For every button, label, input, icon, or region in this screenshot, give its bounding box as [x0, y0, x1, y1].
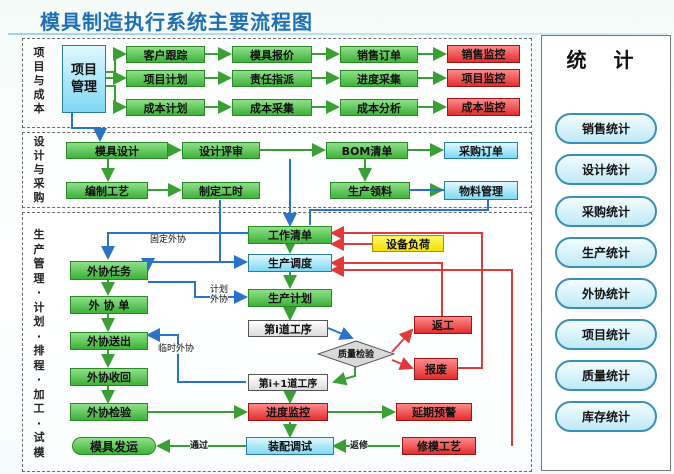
- stat-production[interactable]: 生产统计: [555, 237, 657, 268]
- node-outsource-send[interactable]: 外协送出: [70, 332, 148, 350]
- node-project-monitor[interactable]: 项目监控: [447, 69, 520, 87]
- node-set-hours[interactable]: 制定工时: [182, 182, 260, 199]
- node-quality-check: 质量检验: [337, 350, 374, 360]
- node-cost-analysis[interactable]: 成本分析: [340, 99, 418, 116]
- edge-label-return-repair: 返修: [350, 441, 369, 451]
- node-rework[interactable]: 返工: [414, 316, 472, 334]
- node-compile-process[interactable]: 编制工艺: [66, 182, 148, 199]
- node-project-mgmt[interactable]: 项目 管理: [62, 45, 106, 113]
- edge-label-fixed-outsource: 固定外协: [150, 235, 187, 245]
- node-delay-warning[interactable]: 延期预警: [396, 403, 472, 421]
- node-prod-dispatch[interactable]: 生产调度: [248, 254, 332, 272]
- stat-inventory[interactable]: 库存统计: [555, 401, 657, 432]
- node-prod-material[interactable]: 生产领料: [330, 182, 410, 199]
- node-purchase-order[interactable]: 采购订单: [444, 142, 518, 159]
- stat-quality[interactable]: 质量统计: [555, 360, 657, 391]
- stat-project[interactable]: 项目统计: [555, 319, 657, 350]
- node-repair-process[interactable]: 修模工艺: [402, 437, 476, 455]
- node-mold-design[interactable]: 模具设计: [66, 142, 168, 159]
- stat-sales[interactable]: 销售统计: [555, 113, 657, 144]
- title-underline: [8, 33, 668, 35]
- section-label-design-purchase: 设 计 与 采 购: [33, 135, 45, 204]
- section-label-project-cost: 项 目 与 成 本: [33, 46, 45, 115]
- stat-design[interactable]: 设计统计: [555, 154, 657, 185]
- stats-heading: 统 计: [566, 48, 644, 72]
- stat-outsource[interactable]: 外协统计: [555, 278, 657, 309]
- node-scrap[interactable]: 报废: [414, 358, 458, 380]
- node-material-mgmt[interactable]: 物料管理: [444, 181, 518, 200]
- node-work-list[interactable]: 工作清单: [248, 226, 332, 244]
- node-cost-monitor[interactable]: 成本监控: [447, 98, 520, 116]
- node-bom-list[interactable]: BOM清单: [326, 142, 408, 159]
- edge-label-temp-outsource: 临时外协: [158, 344, 195, 354]
- node-project-plan[interactable]: 项目计划: [126, 70, 205, 87]
- section-label-production: 生 产 管 理 · 计 划 · 排 程 · 加 工 · 试 模: [33, 228, 45, 459]
- node-assembly-trial[interactable]: 装配调试: [246, 437, 334, 455]
- node-outsource-receive[interactable]: 外协收回: [70, 368, 148, 386]
- node-prod-plan[interactable]: 生产计划: [248, 289, 332, 307]
- node-responsibility[interactable]: 责任指派: [232, 70, 312, 87]
- node-proc-i1[interactable]: 第i+1道工序: [248, 374, 328, 391]
- node-progress-collect[interactable]: 进度采集: [340, 70, 418, 87]
- node-cost-collect[interactable]: 成本采集: [232, 99, 312, 116]
- node-customer-follow[interactable]: 客户跟踪: [126, 46, 205, 63]
- stat-purchase[interactable]: 采购统计: [555, 196, 657, 227]
- quality-check-diamond[interactable]: [317, 340, 395, 368]
- node-outsource-inspect[interactable]: 外协检验: [70, 403, 148, 421]
- node-sales-monitor[interactable]: 销售监控: [447, 45, 520, 63]
- node-sales-order[interactable]: 销售订单: [340, 46, 418, 63]
- node-outsource-form[interactable]: 外 协 单: [70, 296, 148, 314]
- node-outsource-task[interactable]: 外协任务: [70, 261, 148, 280]
- node-mold-quote[interactable]: 模具报价: [232, 46, 312, 63]
- node-equipment-load[interactable]: 设备负荷: [372, 235, 444, 252]
- node-mold-ship[interactable]: 模具发运: [72, 437, 156, 455]
- edge-label-pass: 通过: [190, 441, 209, 451]
- node-cost-plan[interactable]: 成本计划: [126, 99, 205, 116]
- node-progress-monitor[interactable]: 进度监控: [248, 403, 328, 421]
- node-design-review[interactable]: 设计评审: [182, 142, 260, 159]
- node-proc-i[interactable]: 第i道工序: [248, 320, 328, 337]
- diagram-title: 模具制造执行系统主要流程图: [40, 10, 313, 34]
- edge-label-plan-outsource: 计划 外协: [210, 285, 229, 305]
